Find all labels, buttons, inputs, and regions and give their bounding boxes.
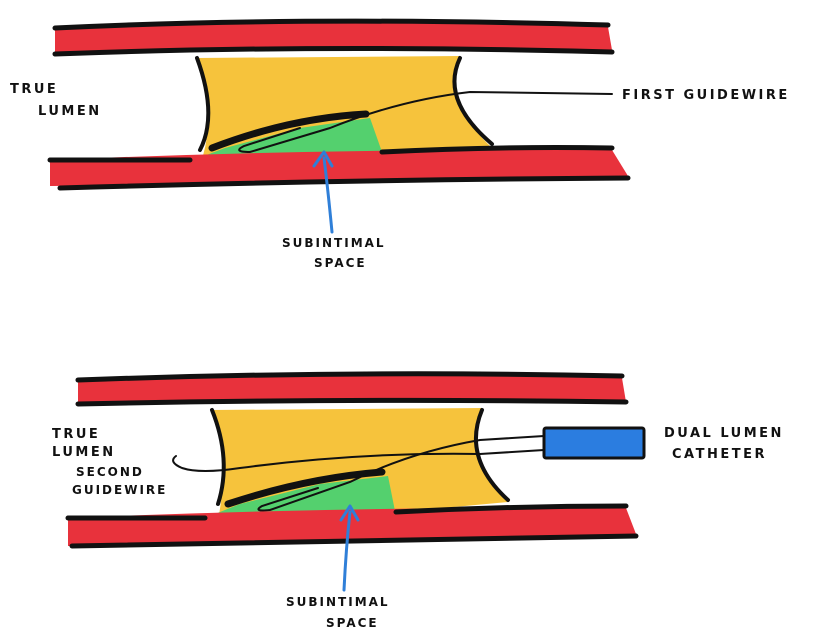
top-panel: TRUE LUMEN FIRST GUIDEWIRE SUBINTIMAL SP…	[10, 21, 790, 270]
top-vessel-upper-wall	[55, 21, 612, 54]
top-subintimal-label-line1: SUBINTIMAL	[282, 236, 386, 250]
bottom-subintimal-label-line2: SPACE	[326, 616, 379, 630]
second-guidewire-label-line2: GUIDEWIRE	[72, 483, 167, 497]
bottom-vessel-upper-wall	[78, 374, 626, 404]
first-guidewire-label: FIRST GUIDEWIRE	[622, 88, 790, 103]
bottom-panel: TRUE LUMEN SECOND GUIDEWIRE DUAL LUMEN C…	[52, 374, 784, 630]
bottom-true-lumen-label-line1: TRUE	[52, 427, 100, 442]
top-true-lumen-label-line2: LUMEN	[38, 104, 102, 119]
top-subintimal-label-line2: SPACE	[314, 256, 367, 270]
top-vessel-lower-wall	[50, 148, 628, 189]
bottom-subintimal-label-line1: SUBINTIMAL	[286, 595, 390, 609]
catheter-label-line2: CATHETER	[672, 447, 767, 462]
top-true-lumen-label-line1: TRUE	[10, 82, 58, 97]
second-guidewire-label-line1: SECOND	[76, 465, 144, 479]
dual-lumen-catheter	[544, 428, 644, 458]
bottom-true-lumen-label-line2: LUMEN	[52, 445, 116, 460]
catheter-label-line1: DUAL LUMEN	[664, 426, 784, 441]
